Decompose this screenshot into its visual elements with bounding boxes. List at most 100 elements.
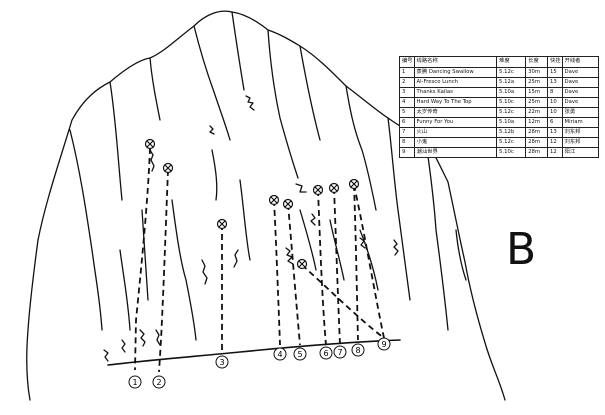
anchor-icon [144,138,156,150]
route-number: 2 [156,378,161,387]
route-name-cell: 火山 [413,127,498,138]
length-cell: 25m [525,77,548,88]
anchor-icon [312,184,324,196]
header-grade: 难度 [496,56,527,68]
first-ascent-cell: Dave [561,77,600,88]
route-number-cell: 7 [399,127,415,138]
grade-cell: 5.12c [496,67,527,78]
route-marker-6: 6 [319,346,333,360]
header-route-name: 线路名称 [413,56,498,68]
first-ascent-cell: Miriam [561,117,600,128]
route-line-5 [287,203,301,346]
length-cell: 28m [525,127,548,138]
first-ascent-cell: 阳江 [561,147,600,158]
route-number: 5 [297,350,302,359]
ground-line [107,339,401,366]
route-number-cell: 4 [399,97,415,108]
route-number: 3 [219,358,224,367]
route-marker-4: 4 [273,347,287,361]
bolts-cell: 8 [546,87,563,98]
bolts-cell: 15 [546,67,563,78]
route-marker-3: 3 [215,355,229,369]
grade-cell: 5.12a [496,77,527,88]
grade-cell: 5.10a [496,117,527,128]
route-marker-9: 9 [377,337,391,351]
first-ascent-cell: Dave [561,97,600,108]
route-line-8 [353,184,359,341]
route-line-2 [158,169,169,373]
bolts-cell: 12 [546,137,563,148]
length-cell: 15m [525,87,548,98]
header-number: 编号 [399,56,415,68]
anchor-icon [328,182,340,194]
route-marker-5: 5 [293,347,307,361]
route-number-cell: 3 [399,87,415,98]
route-number-cell: 1 [399,67,415,78]
route-name-cell: Hard Way To The Top [413,97,498,108]
route-number: 4 [277,350,282,359]
route-line-9 [301,264,385,339]
grade-cell: 5.10a [496,87,527,98]
route-name-cell: Funny For You [413,117,498,128]
anchor-icon [282,198,294,210]
grade-cell: 5.12c [496,107,527,118]
first-ascent-cell: Dave [561,87,600,98]
route-line-7 [333,187,341,346]
route-name-cell: Thanks Kailas [413,87,498,98]
table-header-row: 编号 线路名称 难度 长度 快挂 开线者 [399,56,600,68]
route-number: 1 [132,378,137,387]
route-number-cell: 6 [399,117,415,128]
route-number: 9 [381,340,386,349]
route-name-cell: 蒸腾 Dancing Swallow [413,67,498,78]
route-line-4 [273,199,281,346]
bolts-cell: 6 [546,117,563,128]
length-cell: 28m [525,147,548,158]
grade-cell: 5.10c [496,147,527,158]
route-line-1 [134,147,151,371]
route-marker-2: 2 [152,375,166,389]
length-cell: 25m [525,97,548,108]
bolts-cell: 13 [546,77,563,88]
anchor-icon [162,162,174,174]
first-ascent-cell: Dave [561,67,600,78]
route-marker-8: 8 [351,343,365,357]
route-number-cell: 2 [399,77,415,88]
anchor-icon [348,178,360,190]
length-cell: 28m [525,137,548,148]
header-first-ascent: 开线者 [561,56,600,68]
bolts-cell: 10 [546,97,563,108]
route-number-cell: 8 [399,137,415,148]
bolts-cell: 12 [546,147,563,158]
panel-label: B [506,224,537,275]
route-name-cell: 太岁传奇 [413,107,498,118]
first-ascent-cell: 张勇 [561,107,600,118]
route-marker-1: 1 [128,375,142,389]
route-line-9b [353,184,385,339]
anchor-icon [296,258,308,270]
route-line-6 [317,189,327,346]
first-ascent-cell: 刘东邦 [561,137,600,148]
bolts-cell: 10 [546,107,563,118]
header-length: 长度 [525,56,548,68]
route-number: 6 [323,349,328,358]
bolts-cell: 13 [546,127,563,138]
route-name-cell: 小鬼 [413,137,498,148]
anchor-icon [216,218,228,230]
length-cell: 22m [525,107,548,118]
length-cell: 12m [525,117,548,128]
route-number: 7 [337,348,342,357]
route-number: 8 [355,346,360,355]
grade-cell: 5.12c [496,137,527,148]
length-cell: 30m [525,67,548,78]
